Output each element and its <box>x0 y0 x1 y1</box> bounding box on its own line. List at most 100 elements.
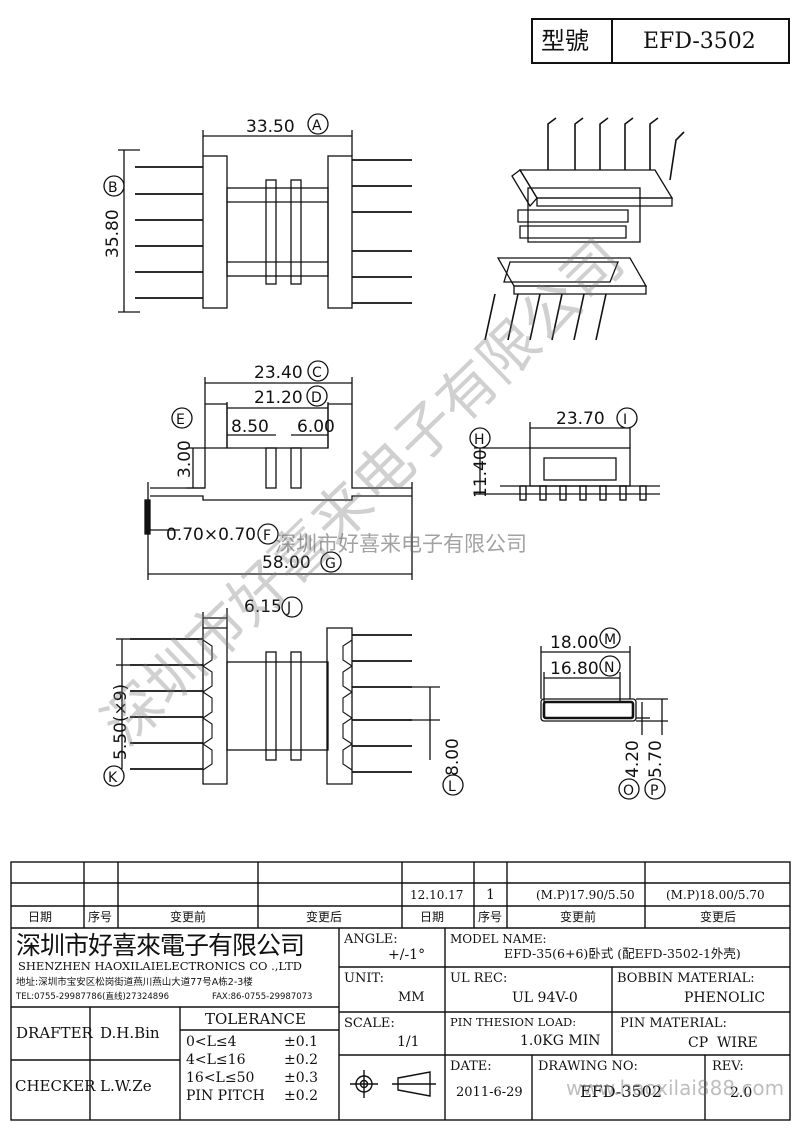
dim-N-letter: N <box>604 660 614 676</box>
tol-range: 0<L≤4 <box>186 1034 237 1050</box>
dim-E-letter: E <box>176 412 185 428</box>
dim-C-value: 23.40 <box>254 363 303 383</box>
dim-C-letter: C <box>312 365 322 381</box>
iso-view <box>484 117 685 341</box>
hdr-date-2: 日期 <box>420 910 445 924</box>
company-name-en: SHENZHEN HAOXILAIELECTRONICS CO .,LTD <box>18 959 302 973</box>
tol-value: ±0.1 <box>284 1034 318 1050</box>
dim-G-letter: G <box>325 556 336 572</box>
dim-K-letter: K <box>108 770 118 786</box>
model-name-value: EFD-35(6+6)卧式 (配EFD-3502-1外壳) <box>504 946 741 961</box>
rev-before: (M.P)17.90/5.50 <box>536 888 635 902</box>
tol-range: 4<L≤16 <box>186 1052 246 1068</box>
tolerance-list: 0<L≤4 ±0.1 4<L≤16 ±0.2 16<L≤50 ±0.3 PIN … <box>186 1033 336 1109</box>
rev-label: REV: <box>712 1059 744 1074</box>
dim-A-letter: A <box>312 118 322 134</box>
bobbin-label: BOBBIN MATERIAL: <box>617 971 755 986</box>
company-fax: FAX:86-0755-29987073 <box>212 992 313 1002</box>
dim-I-value: 23.70 <box>556 409 605 429</box>
model-label: 型號 <box>541 27 589 55</box>
dim-A-value: 33.50 <box>246 117 295 137</box>
pin-load-value: 1.0KG MIN <box>520 1033 601 1049</box>
dim-B-letter: B <box>108 180 118 196</box>
scale-value: 1/1 <box>397 1034 420 1050</box>
tol-row: PIN PITCH ±0.2 <box>186 1088 336 1109</box>
dim-O-letter: O <box>623 783 634 799</box>
tol-value: ±0.3 <box>284 1070 318 1086</box>
rev-no: 1 <box>486 887 495 903</box>
dim-I-letter: I <box>623 412 627 428</box>
drafter-label: DRAFTER <box>16 1024 93 1042</box>
bottom-view <box>116 608 440 785</box>
company-address: 地址:深圳市宝安区松岗街道燕川燕山大道77号A栋2-3楼 <box>16 977 253 988</box>
dim-s2-value: 6.00 <box>297 417 335 437</box>
hdr-after-2: 变更后 <box>700 910 737 924</box>
checker-label: CHECKER <box>15 1077 96 1095</box>
title-divider <box>611 20 613 62</box>
scale-label: SCALE: <box>344 1016 395 1031</box>
rev-date: 12.10.17 <box>410 888 464 902</box>
dim-O-value: 4.20 <box>623 740 643 778</box>
hdr-no-1: 序号 <box>88 910 113 924</box>
model-name-label: MODEL NAME: <box>450 932 547 946</box>
pin-section <box>540 646 668 735</box>
title-box: 型號 EFD-3502 <box>531 18 790 64</box>
hdr-date-1: 日期 <box>28 910 53 924</box>
bobbin-value: PHENOLIC <box>684 990 766 1006</box>
drawing-no-label: DRAWING NO: <box>538 1059 638 1074</box>
ul-label: UL REC: <box>450 971 508 986</box>
tol-value: ±0.2 <box>284 1088 318 1104</box>
dim-s1-value: 8.50 <box>231 417 269 437</box>
dim-E-value: 3.00 <box>175 440 195 478</box>
watermark-small: 深圳市好喜来电子有限公司 <box>275 532 527 556</box>
tol-row: 4<L≤16 ±0.2 <box>186 1052 336 1071</box>
drafter-value: D.H.Bin <box>100 1024 160 1042</box>
dim-F-letter: F <box>263 528 271 544</box>
dim-L-letter: L <box>448 779 456 795</box>
company-name-cn: 深圳市好喜來電子有限公司 <box>16 931 305 960</box>
dim-F-value: 0.70×0.70 <box>166 525 256 545</box>
top-view <box>118 130 412 313</box>
dim-N-value: 16.80 <box>550 659 599 679</box>
dim-P-letter: P <box>650 783 658 799</box>
rev-value: 2.0 <box>730 1085 753 1101</box>
date-value: 2011-6-29 <box>456 1085 523 1100</box>
tolerance-label: TOLERANCE <box>205 1010 306 1028</box>
dim-G-value: 58.00 <box>262 553 311 573</box>
dim-H-letter: H <box>474 432 485 448</box>
hdr-before-2: 变更前 <box>560 910 597 924</box>
hdr-after-1: 变更后 <box>306 910 343 924</box>
dim-J-letter: J <box>286 600 291 616</box>
tol-value: ±0.2 <box>284 1052 318 1068</box>
dim-M-letter: M <box>604 632 616 648</box>
angle-value: +/-1° <box>388 947 426 963</box>
dim-K-value: 5.50(×9) <box>111 684 131 760</box>
pin-mat-value: CP WIRE <box>688 1035 758 1051</box>
unit-label: UNIT: <box>344 971 385 986</box>
dim-D-value: 21.20 <box>254 388 303 408</box>
dim-J-value: 6.15 <box>244 597 282 617</box>
hdr-before-1: 变更前 <box>170 910 207 924</box>
dim-B-value: 35.80 <box>103 209 123 258</box>
pin-load-label: PIN THESION LOAD: <box>450 1015 577 1029</box>
ul-value: UL 94V-0 <box>512 990 578 1006</box>
watermark-url: www.haoxilai888.com <box>566 1076 785 1100</box>
angle-label: ANGLE: <box>344 932 398 947</box>
model-value: EFD-3502 <box>643 29 756 54</box>
rev-after: (M.P)18.00/5.70 <box>666 888 765 902</box>
checker-value: L.W.Ze <box>100 1077 152 1095</box>
unit-value: MM <box>398 990 425 1005</box>
dim-D-letter: D <box>311 390 322 406</box>
tol-row: 16<L≤50 ±0.3 <box>186 1071 336 1090</box>
tol-range: PIN PITCH <box>186 1088 265 1104</box>
company-tel: TEL:0755-29987786(直线)27324896 <box>16 992 170 1002</box>
pin-mat-label: PIN MATERIAL: <box>620 1016 727 1031</box>
drawing-area: 33.50 A B 35.80 23.40 C 21.20 D E 3.00 8… <box>103 113 685 800</box>
dim-H-value: 11.40 <box>471 449 491 498</box>
dim-M-value: 18.00 <box>550 633 599 653</box>
side-view <box>474 422 660 501</box>
tol-range: 16<L≤50 <box>186 1070 255 1086</box>
front-view <box>144 377 413 580</box>
hdr-no-2: 序号 <box>478 910 503 924</box>
dim-L-value: 8.00 <box>443 738 463 776</box>
